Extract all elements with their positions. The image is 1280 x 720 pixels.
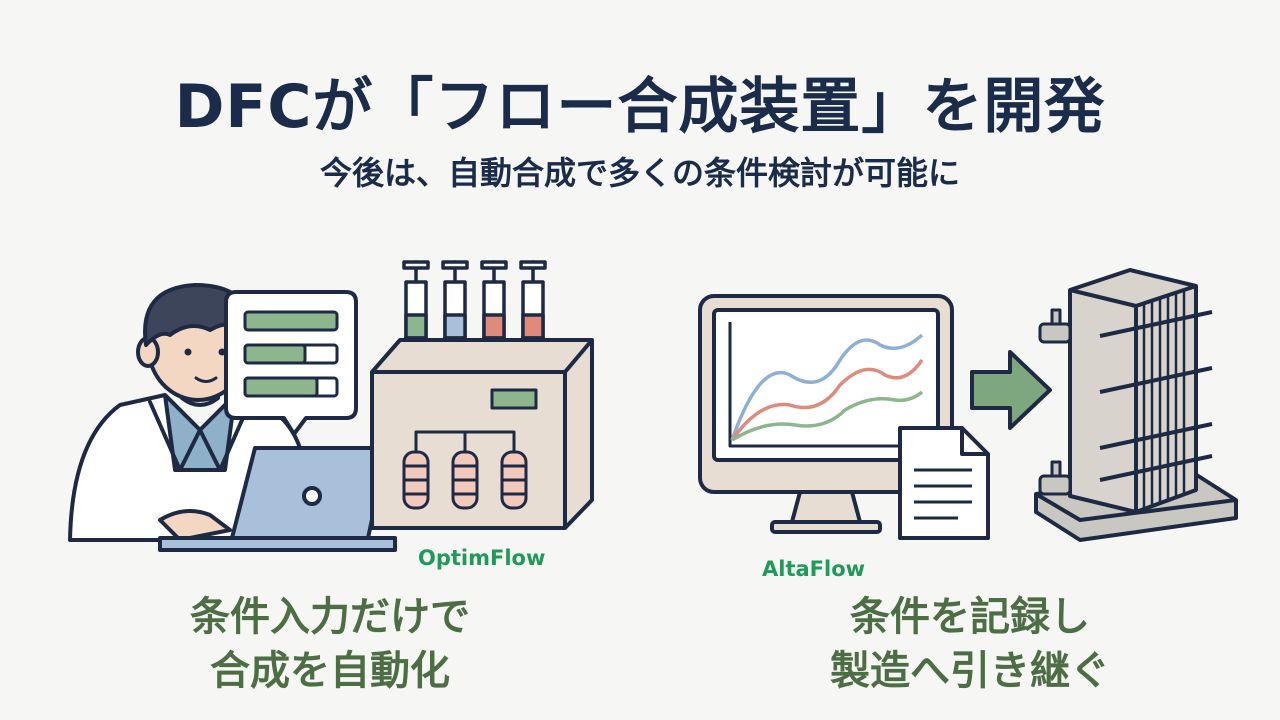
plate-heat-exchanger-icon (1034, 268, 1238, 542)
document-icon (898, 426, 990, 540)
right-caption-line-1: 条件を記録し (850, 594, 1090, 640)
arrow-right-icon (970, 350, 1052, 430)
right-caption-line-2: 製造へ引き継ぐ (830, 648, 1110, 694)
left-caption: 条件入力だけで 合成を自動化 (120, 590, 540, 698)
product-name-optimflow: OptimFlow (418, 546, 546, 570)
page-title: DFCが「フロー合成装置」を開発 (174, 72, 1106, 142)
page-subtitle: 今後は、自動合成で多くの条件検討が可能に (319, 154, 960, 192)
left-caption-line-1: 条件入力だけで (190, 594, 470, 640)
speech-bubble-icon (224, 290, 358, 436)
left-caption-line-2: 合成を自動化 (210, 648, 450, 694)
monitor-chart-icon (698, 294, 954, 534)
laptop-icon (158, 446, 397, 552)
product-name-altaflow: AltaFlow (762, 557, 866, 581)
flow-synthesizer-icon (370, 338, 594, 530)
right-caption: 条件を記録し 製造へ引き継ぐ (760, 590, 1180, 698)
